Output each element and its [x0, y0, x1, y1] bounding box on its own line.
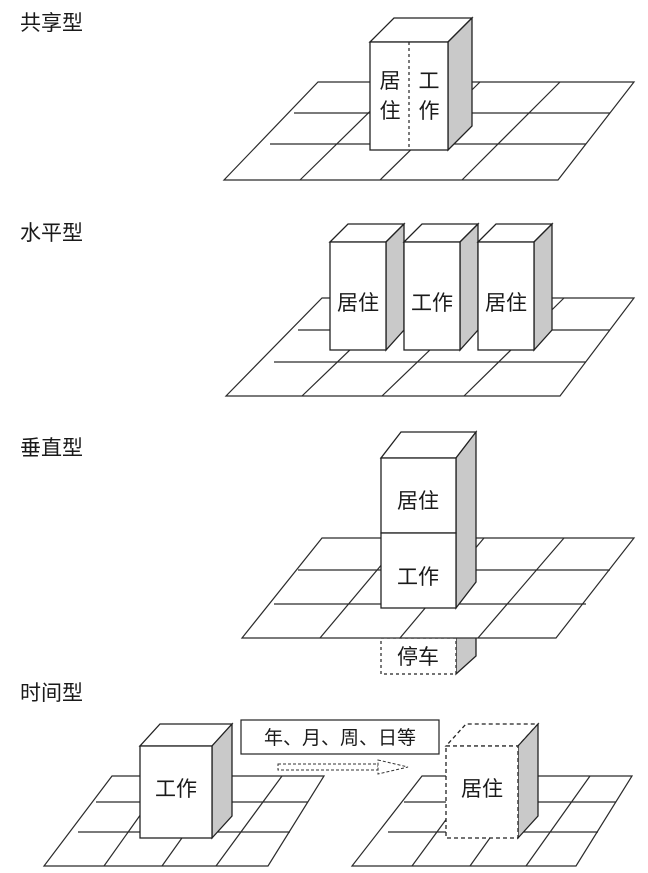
time-caption-box: 年、月、周、日等: [240, 719, 440, 755]
time-arrow: [277, 759, 409, 775]
shared-left-label-1: 居: [380, 69, 401, 93]
building-temporal-right: 居住: [444, 722, 540, 840]
building-vertical: 居住 工作: [379, 430, 478, 610]
building-h-3: 居住: [476, 222, 554, 352]
title-shared: 共享型: [20, 11, 83, 35]
temporal-right-label: 居住: [461, 777, 503, 801]
building-shared: 居 住 工 作: [368, 16, 474, 152]
shared-right-label-2: 作: [419, 99, 440, 123]
basement-label: 停车: [397, 645, 439, 669]
building-h-2: 工作: [402, 222, 480, 352]
h-block-2-label: 工作: [411, 291, 453, 315]
section-vertical: 垂直型 停车 居住 工作: [20, 430, 636, 676]
shared-left-label-2: 住: [380, 99, 401, 123]
vertical-lower-label: 工作: [397, 565, 439, 589]
title-vertical: 垂直型: [20, 436, 83, 460]
title-temporal: 时间型: [20, 681, 83, 705]
temporal-left-label: 工作: [155, 777, 197, 801]
section-horizontal: 水平型 居住 工作 居住: [20, 221, 636, 397]
section-shared: 共享型 居 住 工 作: [20, 11, 636, 181]
building-h-1: 居住: [328, 222, 406, 352]
h-block-3-label: 居住: [485, 291, 527, 315]
title-horizontal: 水平型: [20, 221, 83, 245]
time-caption: 年、月、周、日等: [264, 727, 416, 749]
vertical-upper-label: 居住: [397, 489, 439, 513]
building-temporal-left: 工作: [138, 722, 234, 840]
shared-right-label-1: 工: [419, 69, 440, 93]
h-block-1-label: 居住: [337, 291, 379, 315]
section-temporal: 时间型 年、月、周、日等 工作: [20, 681, 634, 867]
